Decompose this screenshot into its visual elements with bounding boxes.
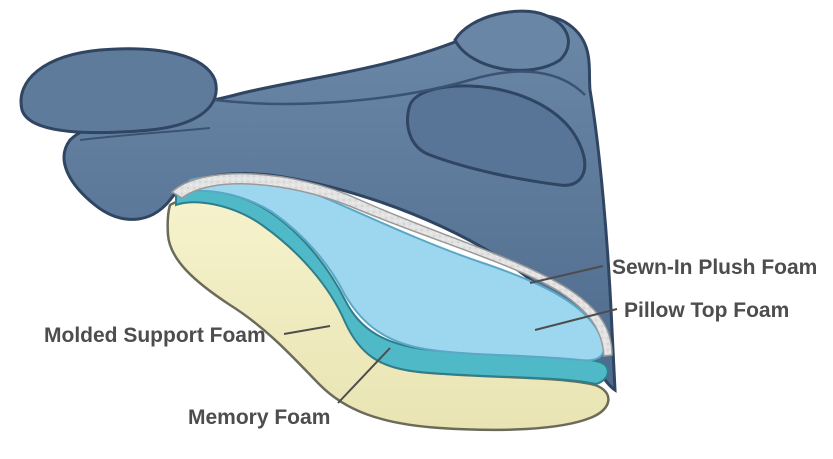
label-sewn-in-plush-foam: Sewn-In Plush Foam [612, 256, 817, 279]
label-memory-foam: Memory Foam [188, 406, 330, 429]
heel-collar [21, 49, 216, 133]
label-pillow-top-foam: Pillow Top Foam [624, 299, 789, 322]
label-molded-support-foam: Molded Support Foam [44, 324, 266, 347]
